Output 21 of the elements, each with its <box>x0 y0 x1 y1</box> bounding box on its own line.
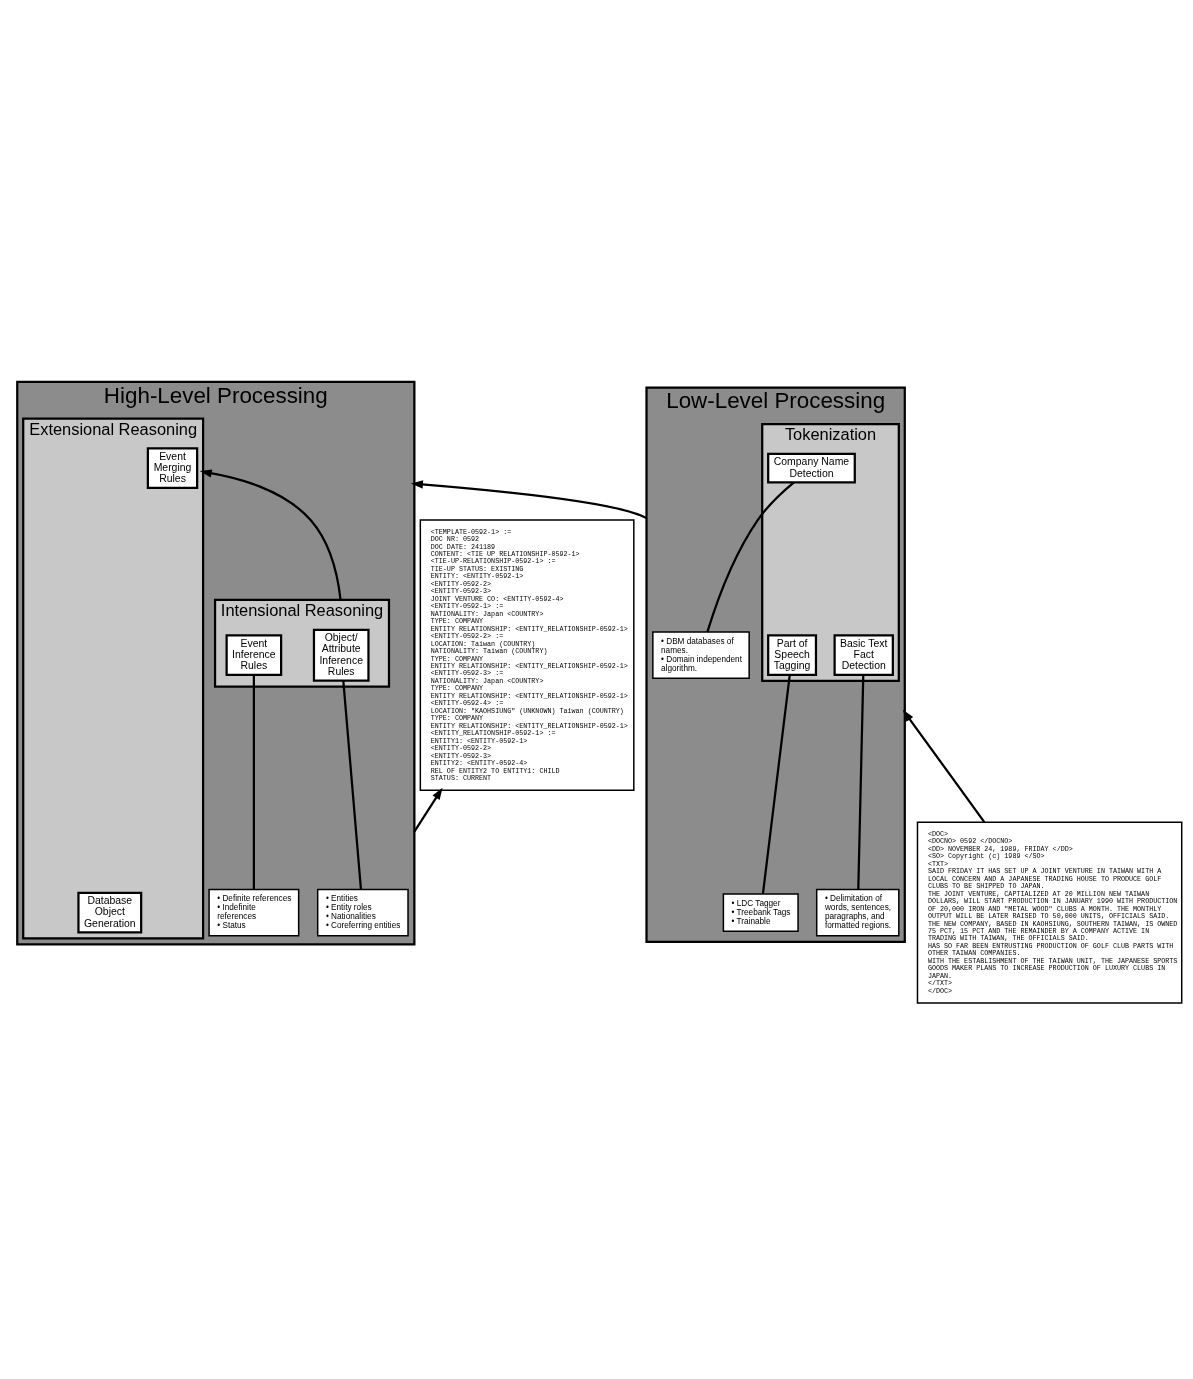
connector <box>252 675 255 890</box>
node-box: Event Merging Rules <box>146 447 199 490</box>
arrow <box>411 480 647 520</box>
arrow <box>413 787 443 833</box>
connector <box>857 675 865 890</box>
connector <box>706 481 795 633</box>
node-box: Object/ Attribute Inference Rules <box>312 628 370 682</box>
node-box: • DBM databases of names. • Domain independent algorithm. <box>652 631 750 680</box>
node-box: Part of Speech Tagging <box>767 634 818 677</box>
node-box: • Definite references • Indefinite references • Status <box>208 888 300 937</box>
node-box: Basic Text Fact Detection <box>833 634 894 677</box>
arrow <box>902 709 986 823</box>
node-box: • LDC Tagger • Treebank Tags • Trainable <box>722 893 799 933</box>
node-box: • Delimitation of words, sentences, paragraphs, and formatted regions. <box>815 888 900 937</box>
node-box: Event Inference Rules <box>225 634 283 677</box>
node-box: Database Object Generation <box>77 891 143 934</box>
connector <box>761 675 791 895</box>
node-box: Company Name Detection <box>767 452 856 484</box>
node-box: • Entities • Entity roles • Nationalities • Coreferring entities <box>316 888 409 937</box>
arrow <box>199 469 342 601</box>
connector <box>342 680 363 890</box>
